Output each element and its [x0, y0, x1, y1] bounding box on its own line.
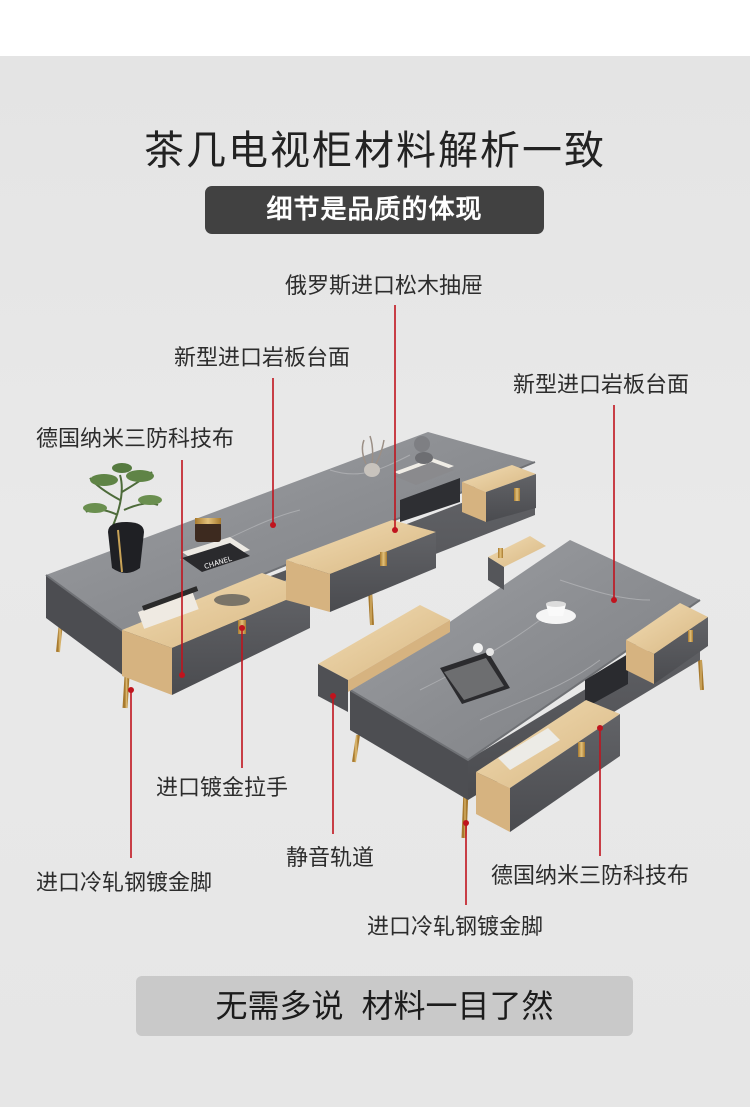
label-coffee-legs: 进口冷轧钢镀金脚 — [367, 915, 544, 940]
tv-left-drawer — [122, 573, 310, 695]
coffee-table — [318, 536, 708, 839]
cup-and-saucer — [536, 601, 576, 624]
potted-plant — [83, 463, 162, 573]
vase-and-figurine — [361, 435, 454, 485]
label-coffee-fabric: 德国纳米三防科技布 — [491, 864, 690, 889]
coffee-front-drawer — [476, 700, 620, 832]
tv-right-drawer — [462, 465, 536, 522]
callout-lines — [128, 305, 617, 905]
label-tv-slate-top: 新型进口岩板台面 — [174, 346, 351, 371]
bottom-banner: 无需多说材料一目了然 — [136, 976, 633, 1036]
coffee-right-drawer — [626, 603, 708, 684]
label-tv-legs: 进口冷轧钢镀金脚 — [36, 871, 213, 896]
bottom-banner-right: 材料一目了然 — [361, 987, 554, 1025]
label-coffee-slate-top: 新型进口岩板台面 — [513, 373, 690, 398]
page-title: 茶几电视柜材料解析一致 — [144, 128, 606, 174]
label-silent-rail: 静音轨道 — [286, 846, 375, 871]
label-gold-handle: 进口镀金拉手 — [156, 776, 289, 801]
coffee-books — [440, 643, 510, 704]
label-tv-fabric: 德国纳米三防科技布 — [36, 427, 235, 452]
bottom-banner-left: 无需多说 — [215, 987, 344, 1025]
top-white-band — [0, 0, 750, 56]
subtitle-banner: 细节是品质的体现 — [205, 186, 544, 234]
coffee-left-drawer — [318, 605, 450, 712]
tv-cabinet: CHANEL — [45, 432, 536, 709]
label-drawer-wood: 俄罗斯进口松木抽屉 — [285, 274, 484, 299]
coffee-back-drawer — [488, 536, 546, 590]
tv-middle-drawer — [286, 520, 436, 612]
